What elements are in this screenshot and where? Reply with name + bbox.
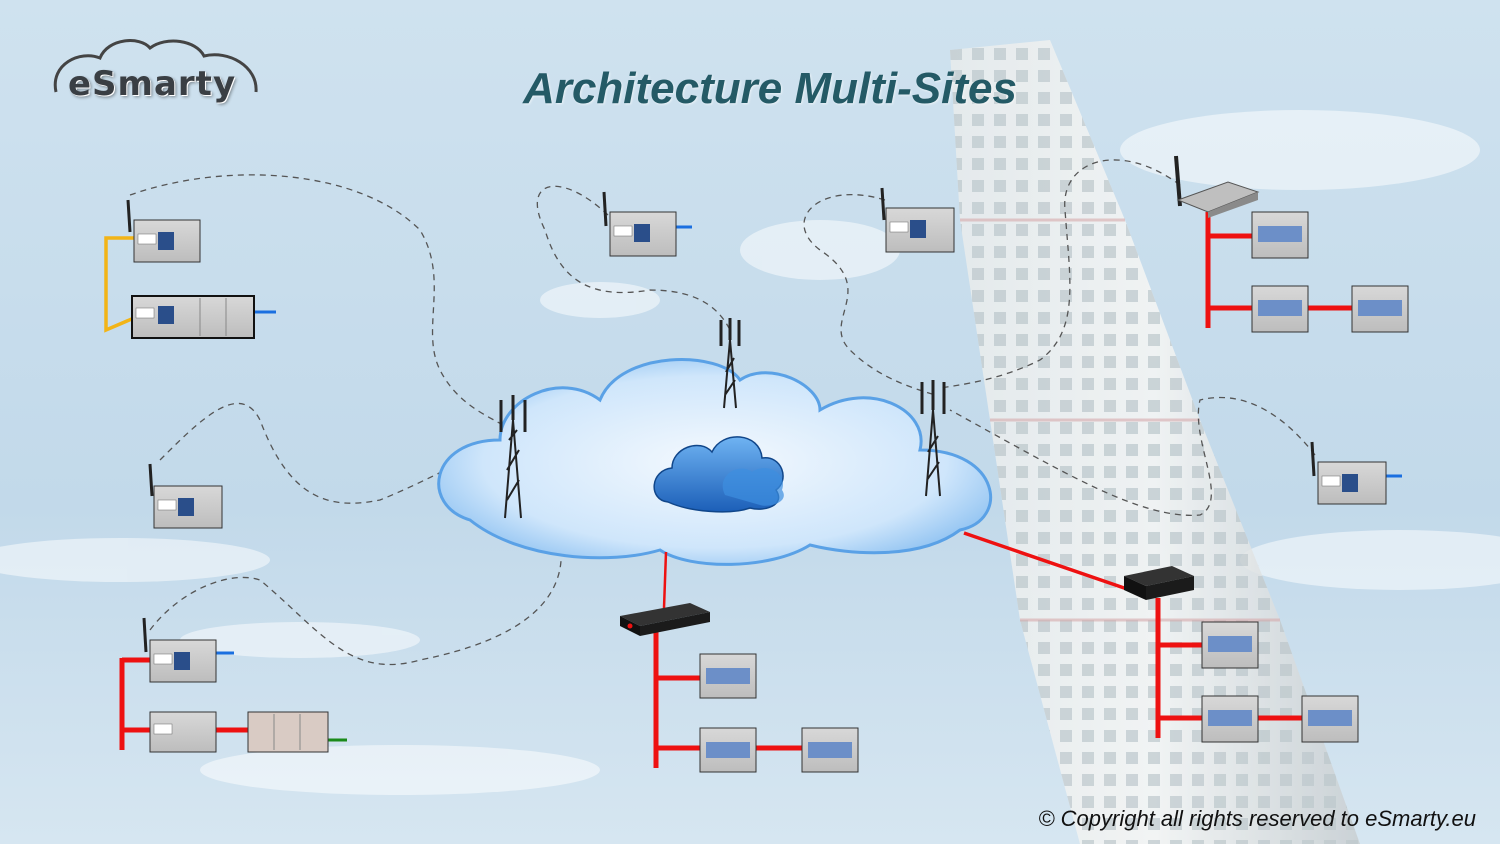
- din-module-icon: [1351, 285, 1409, 333]
- io-links: [216, 225, 1402, 742]
- logo-cloud-outline: [53, 39, 258, 93]
- din-module-icon: [1251, 285, 1309, 333]
- din-module-icon: [149, 711, 217, 753]
- wireless-controller-icon: [126, 199, 201, 263]
- cloud-icon: [653, 436, 784, 513]
- wireless-controller-icon: [148, 463, 223, 529]
- logo: eSmarty: [68, 64, 237, 104]
- din-module-icon: [699, 727, 757, 773]
- din-module-icon: [699, 653, 757, 699]
- gateway-box-icon: [1124, 566, 1194, 600]
- copyright-notice: © Copyright all rights reserved to eSmar…: [1038, 806, 1476, 831]
- yellow-bus: [104, 236, 135, 333]
- din-module-icon: [247, 711, 329, 753]
- din-module-icon: [1251, 211, 1309, 259]
- din-module-icon: [1301, 695, 1359, 743]
- din-module-icon: [131, 295, 255, 339]
- wireless-controller-icon: [1310, 441, 1387, 505]
- cell-tower-icon: [499, 395, 527, 519]
- wireless-controller-icon: [602, 191, 677, 257]
- cell-tower-icon: [719, 318, 741, 409]
- background-clouds: [0, 110, 1500, 795]
- wired-links: [119, 212, 1352, 768]
- din-module-icon: [801, 727, 859, 773]
- cell-tower-icon: [920, 380, 946, 497]
- wireless-controller-icon: [880, 187, 955, 253]
- router-icon: [1174, 155, 1260, 218]
- din-module-icon: [1201, 695, 1259, 743]
- wireless-controller-icon: [142, 617, 217, 683]
- gateway-box-icon: [620, 603, 710, 636]
- din-module-icon: [1201, 621, 1259, 669]
- page-title: Architecture Multi-Sites: [523, 64, 1017, 113]
- internet-cloud: [437, 358, 993, 566]
